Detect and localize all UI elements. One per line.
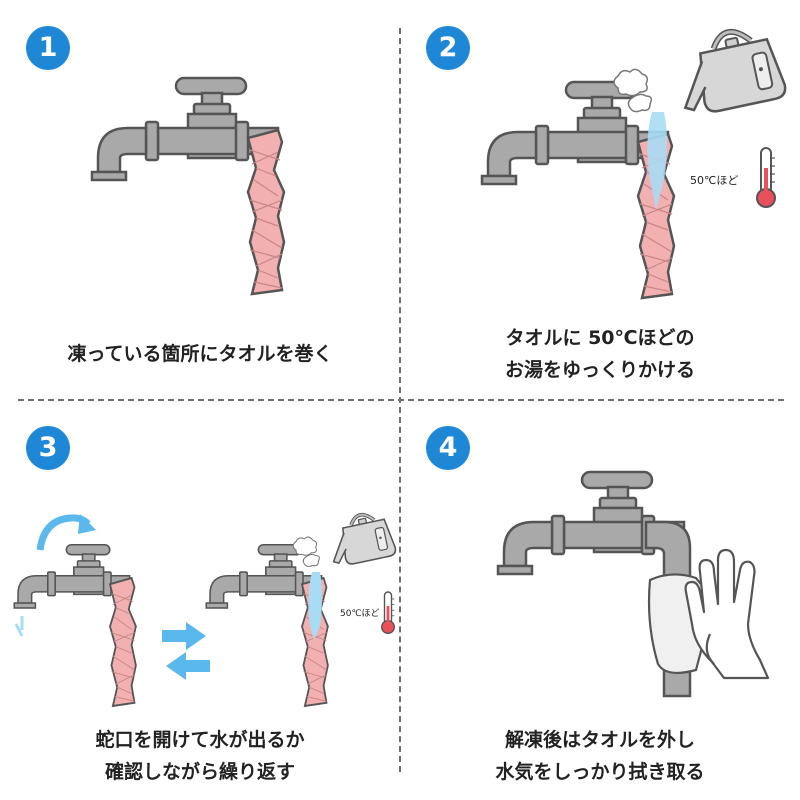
kettle-icon [672, 23, 787, 118]
caption-line: タオルに 50℃ほどの [505, 327, 695, 349]
water-stream [308, 572, 322, 640]
step-4-illustration [496, 470, 770, 698]
thermometer-icon [756, 147, 776, 208]
water-drip [14, 616, 24, 637]
caption-line: 水気をしっかり拭き取る [495, 761, 705, 783]
step-3-illustration: 50℃ほど [13, 507, 399, 707]
step-2-illustration: 50℃ほど [480, 20, 800, 300]
step-1-badge: 1 [26, 26, 70, 70]
faucet-icon [90, 76, 280, 182]
temperature-label: 50℃ほど [690, 174, 738, 187]
towel-icon [246, 128, 286, 296]
steam-icon [613, 68, 653, 113]
caption-line: 確認しながら繰り返す [104, 761, 295, 783]
step-1-caption: 凍っている箇所にタオルを巻く [0, 338, 400, 370]
step-4-caption: 解凍後はタオルを外し 水気をしっかり拭き取る [400, 724, 800, 788]
temperature-label: 50℃ほど [340, 608, 380, 619]
thermometer-icon [381, 591, 395, 634]
caption-line: 解凍後はタオルを外し [504, 729, 695, 751]
step-1-illustration [90, 76, 286, 296]
step-2-badge: 2 [426, 26, 470, 70]
step-2-caption: タオルに 50℃ほどの お湯をゆっくりかける [400, 322, 800, 386]
towel-icon [109, 577, 137, 707]
arrow-left-icon [166, 652, 210, 680]
step-3-badge: 3 [26, 426, 70, 470]
caption-line: 蛇口を開けて水が出るか [95, 729, 305, 751]
caption-line: 凍っている箇所にタオルを巻く [67, 343, 333, 365]
faucet-icon [13, 543, 131, 609]
horizontal-divider [18, 399, 784, 401]
step-4-badge: 4 [426, 426, 470, 470]
kettle-icon [323, 507, 399, 570]
caption-line: お湯をゆっくりかける [504, 359, 695, 381]
hand-icon [684, 548, 770, 680]
arrow-right-icon [162, 622, 206, 650]
step-3-caption: 蛇口を開けて水が出るか 確認しながら繰り返す [0, 724, 400, 788]
steam-icon [292, 536, 320, 568]
water-stream [647, 112, 667, 210]
